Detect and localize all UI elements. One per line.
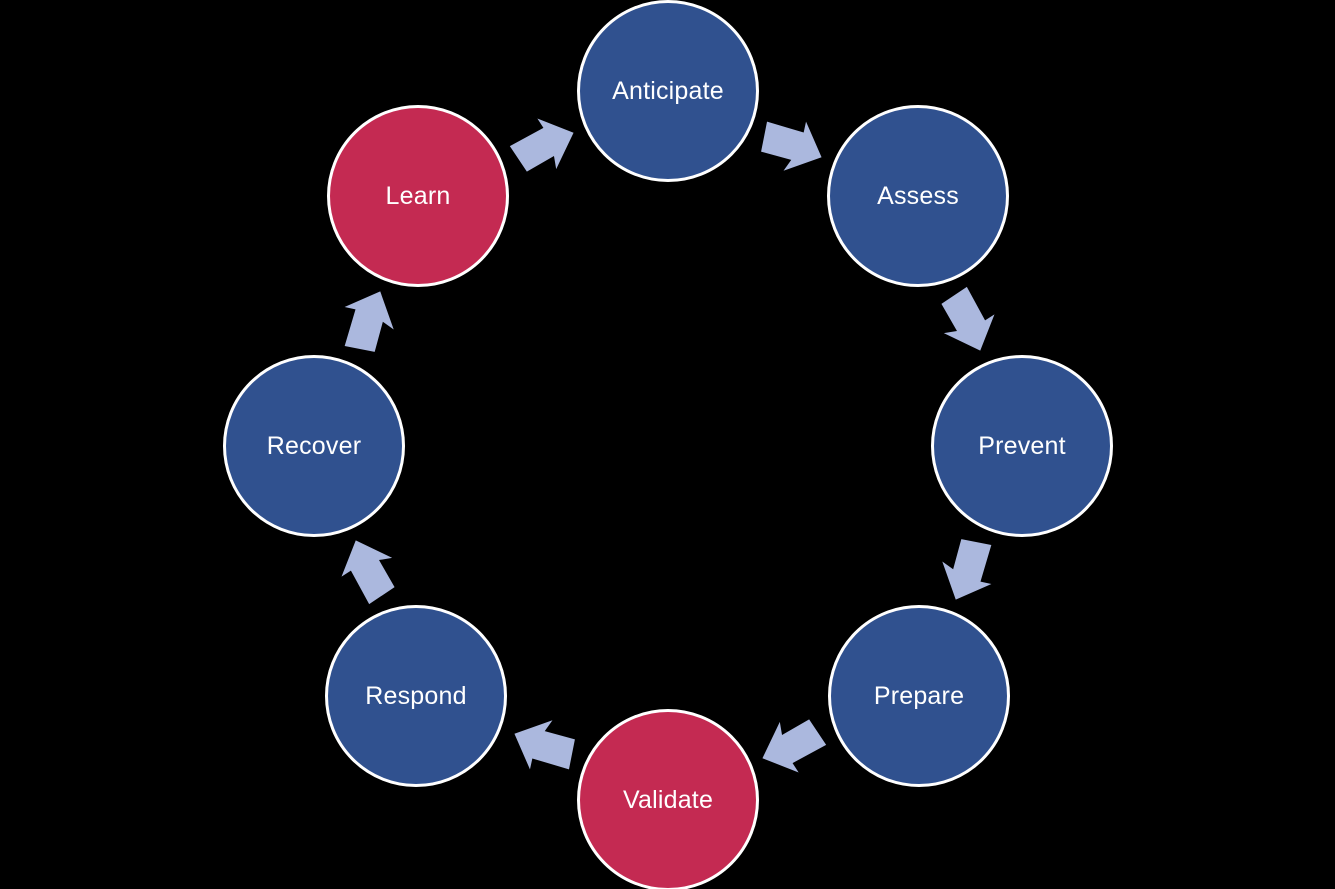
node-prevent: Prevent — [931, 355, 1113, 537]
node-recover: Recover — [223, 355, 405, 537]
node-label: Prevent — [978, 431, 1066, 460]
arrow-icon-validate-to-respond — [501, 705, 587, 786]
node-validate: Validate — [577, 709, 759, 889]
arrow-icon-prevent-to-prepare — [927, 527, 1008, 613]
node-label: Assess — [877, 181, 959, 210]
node-prepare: Prepare — [828, 605, 1010, 787]
arrow-icon-respond-to-recover — [327, 527, 408, 613]
arrow-icon-prepare-to-validate — [749, 705, 835, 786]
node-learn: Learn — [327, 105, 509, 287]
arrow-icon-recover-to-learn — [327, 278, 408, 364]
arrow-icon-learn-to-anticipate — [501, 104, 587, 185]
node-anticipate: Anticipate — [577, 0, 759, 182]
node-assess: Assess — [827, 105, 1009, 287]
node-label: Learn — [385, 181, 451, 210]
arrow-icon-assess-to-prevent — [927, 278, 1008, 364]
node-label: Prepare — [873, 681, 965, 710]
node-label: Validate — [622, 785, 714, 814]
node-label: Respond — [365, 681, 467, 710]
node-label: Recover — [266, 431, 362, 460]
node-respond: Respond — [325, 605, 507, 787]
arrow-icon-anticipate-to-assess — [749, 104, 835, 185]
node-label: Anticipate — [612, 76, 724, 105]
